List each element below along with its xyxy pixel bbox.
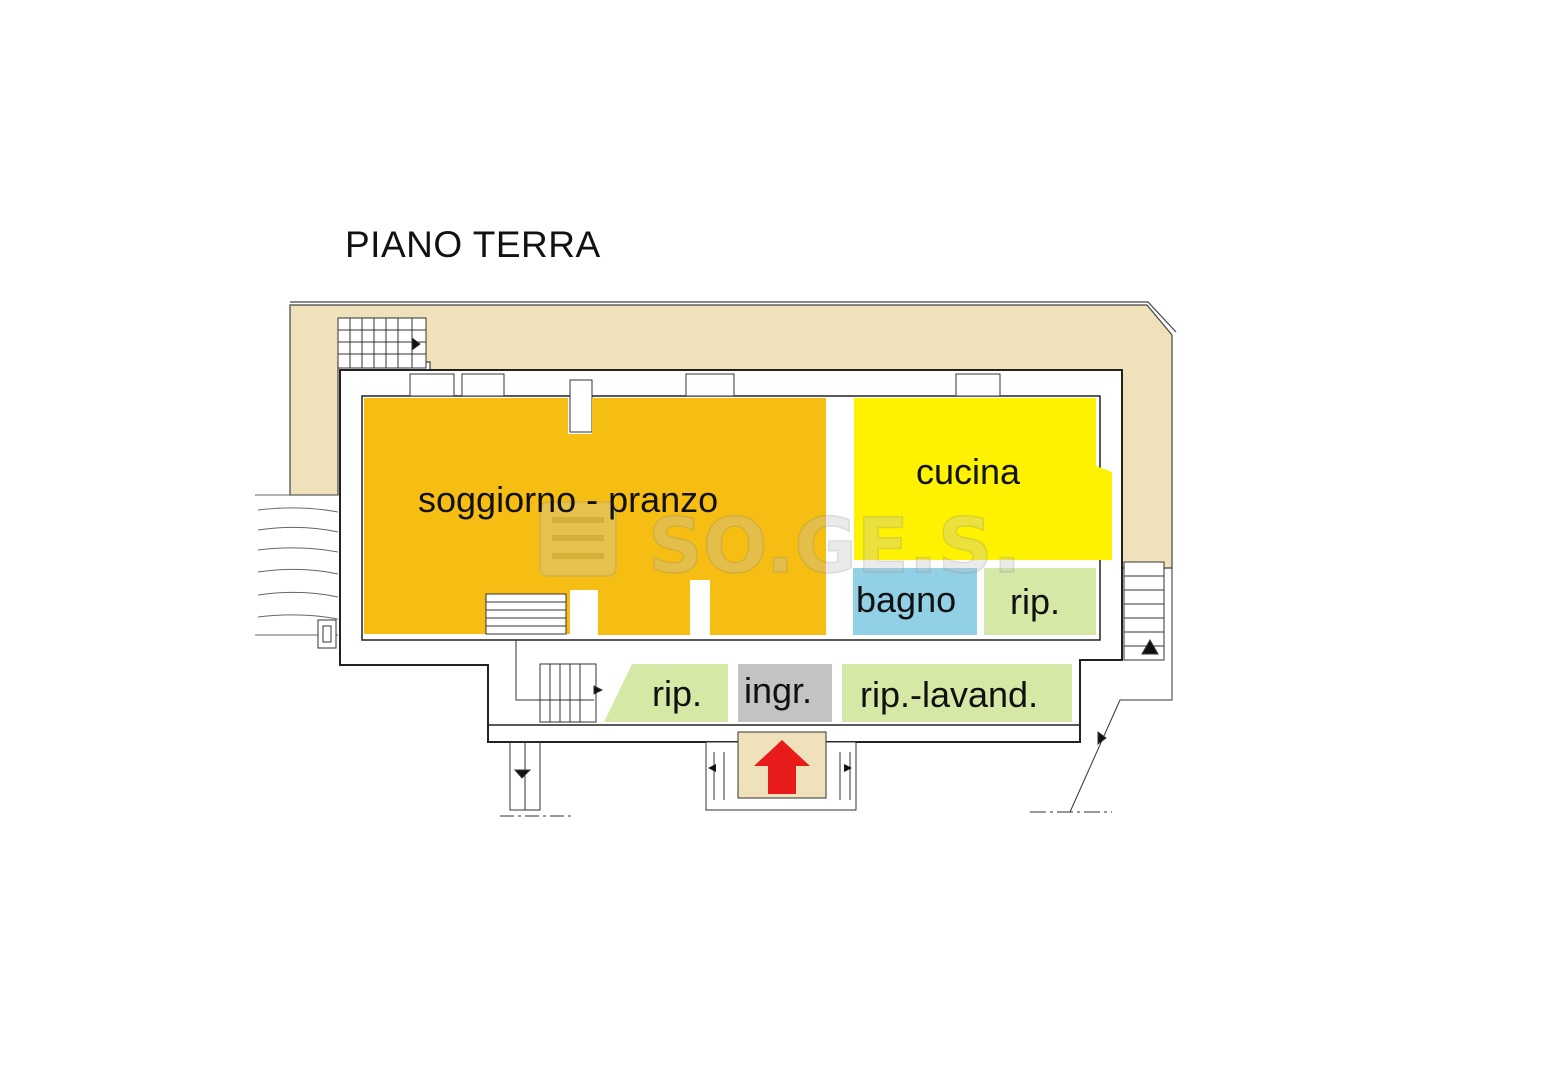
room-bathroom [853, 568, 977, 635]
company-watermark: SO.GE.S. [539, 500, 1022, 591]
room-laundry [842, 664, 1072, 722]
watermark-text: SO.GE.S. [648, 501, 1021, 590]
left-deck [255, 494, 339, 649]
room-storage-left [604, 664, 728, 722]
room-storage-right [984, 568, 1096, 635]
room-label-bathroom: bagno [856, 579, 956, 620]
pillar-left-bottom [500, 741, 572, 817]
room-label-entrance: ingr. [744, 670, 812, 711]
room-label-storage-right: rip. [1010, 581, 1060, 622]
room-label-storage-left: rip. [652, 673, 702, 714]
stair-right [1030, 561, 1173, 813]
room-living [364, 398, 826, 635]
entry-arrow-icon [754, 740, 810, 794]
room-label-kitchen: cucina [916, 451, 1021, 492]
room-label-living: soggiorno - pranzo [418, 479, 718, 520]
stair-top-left [337, 317, 427, 369]
floor-title: PIANO TERRA [345, 224, 601, 265]
room-label-laundry: rip.-lavand. [860, 674, 1038, 715]
room-entrance [738, 664, 832, 722]
room-kitchen [854, 398, 1112, 560]
stair-interior [485, 593, 604, 723]
